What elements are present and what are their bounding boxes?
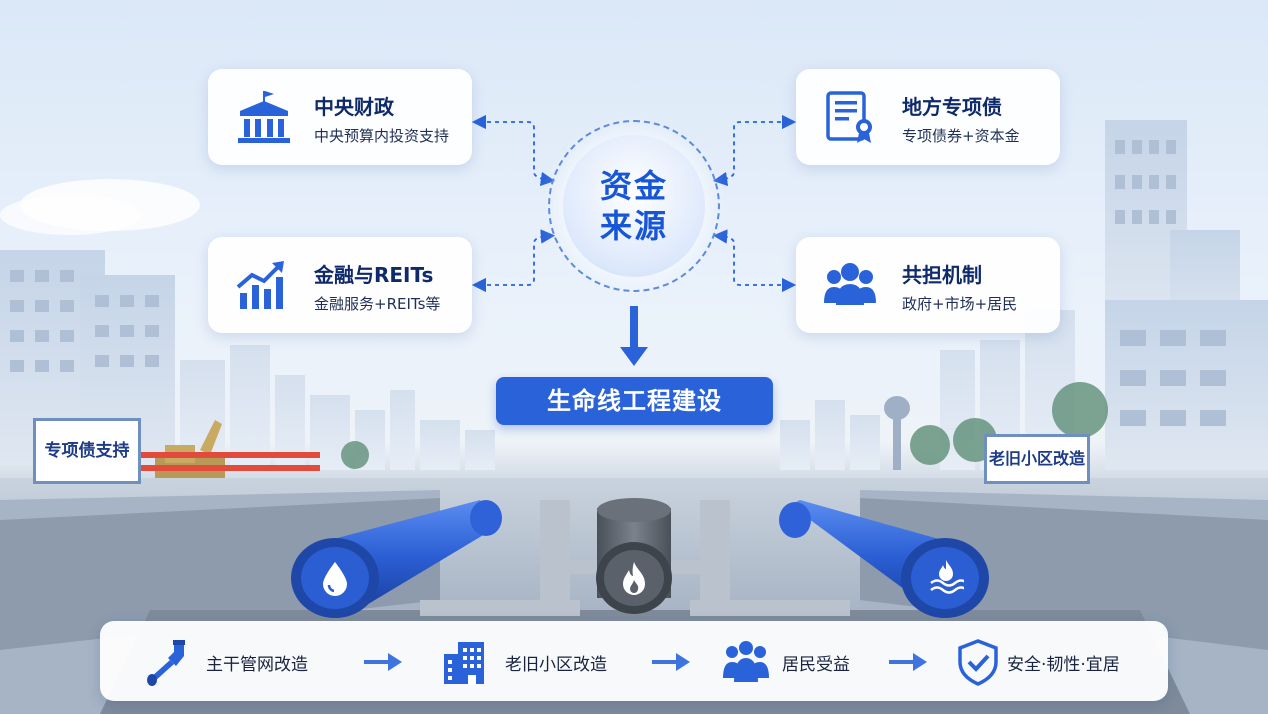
down-arrow-head — [620, 347, 648, 366]
pipe-icon — [147, 640, 185, 686]
card-local-title: 地方专项债 — [902, 95, 1002, 119]
hub-label-line1: 资金 — [599, 167, 668, 205]
arrow-right-icon — [889, 653, 927, 671]
people-group-icon — [824, 263, 876, 305]
card-shared-mechanism: 共担机制 政府+市场+居民 — [796, 237, 1060, 333]
rising-chart-icon — [236, 261, 284, 309]
flow-step-label-3: 居民受益 — [782, 655, 850, 675]
lifeline-project-banner: 生命线工程建设 — [496, 377, 773, 425]
hub-label-line2: 来源 — [599, 207, 668, 245]
residents-icon — [723, 641, 769, 682]
gas-flame-icon — [623, 562, 645, 595]
card-finance-reits: 金融与REITs 金融服务+REITs等 — [208, 237, 472, 333]
card-local-bonds: 地方专项债 专项债券+资本金 — [796, 69, 1060, 165]
special-bond-sign: 专项债支持 — [33, 418, 141, 484]
arrow-right-icon — [364, 653, 402, 671]
down-arrow-shaft — [630, 306, 638, 350]
flow-step-label-1: 主干管网改造 — [206, 655, 308, 675]
card-local-subtitle: 专项债券+资本金 — [902, 127, 1020, 145]
building-icon — [444, 642, 484, 684]
funding-source-hub: 资金 来源 — [548, 120, 720, 292]
card-central-subtitle: 中央预算内投资支持 — [314, 127, 450, 145]
card-finance-title: 金融与REITs — [314, 263, 434, 287]
card-finance-subtitle: 金融服务+REITs等 — [314, 295, 441, 313]
old-community-sign: 老旧小区改造 — [984, 434, 1090, 484]
arrow-right-icon — [652, 653, 690, 671]
card-central-finance: 中央财政 中央预算内投资支持 — [208, 69, 472, 165]
heat-water-icon — [930, 560, 964, 594]
card-shared-subtitle: 政府+市场+居民 — [902, 295, 1018, 313]
flow-step-label-2: 老旧小区改造 — [505, 655, 607, 675]
certificate-icon — [826, 91, 872, 143]
process-flow-bar: 主干管网改造 老旧小区改造 居民受益 安全·韧性·宜居 — [100, 621, 1168, 701]
card-central-title: 中央财政 — [314, 95, 394, 119]
card-shared-title: 共担机制 — [902, 263, 982, 287]
shield-check-icon — [958, 639, 998, 686]
flow-step-label-4: 安全·韧性·宜居 — [1007, 655, 1120, 675]
water-drop-icon — [323, 562, 347, 596]
government-building-icon — [238, 91, 290, 143]
